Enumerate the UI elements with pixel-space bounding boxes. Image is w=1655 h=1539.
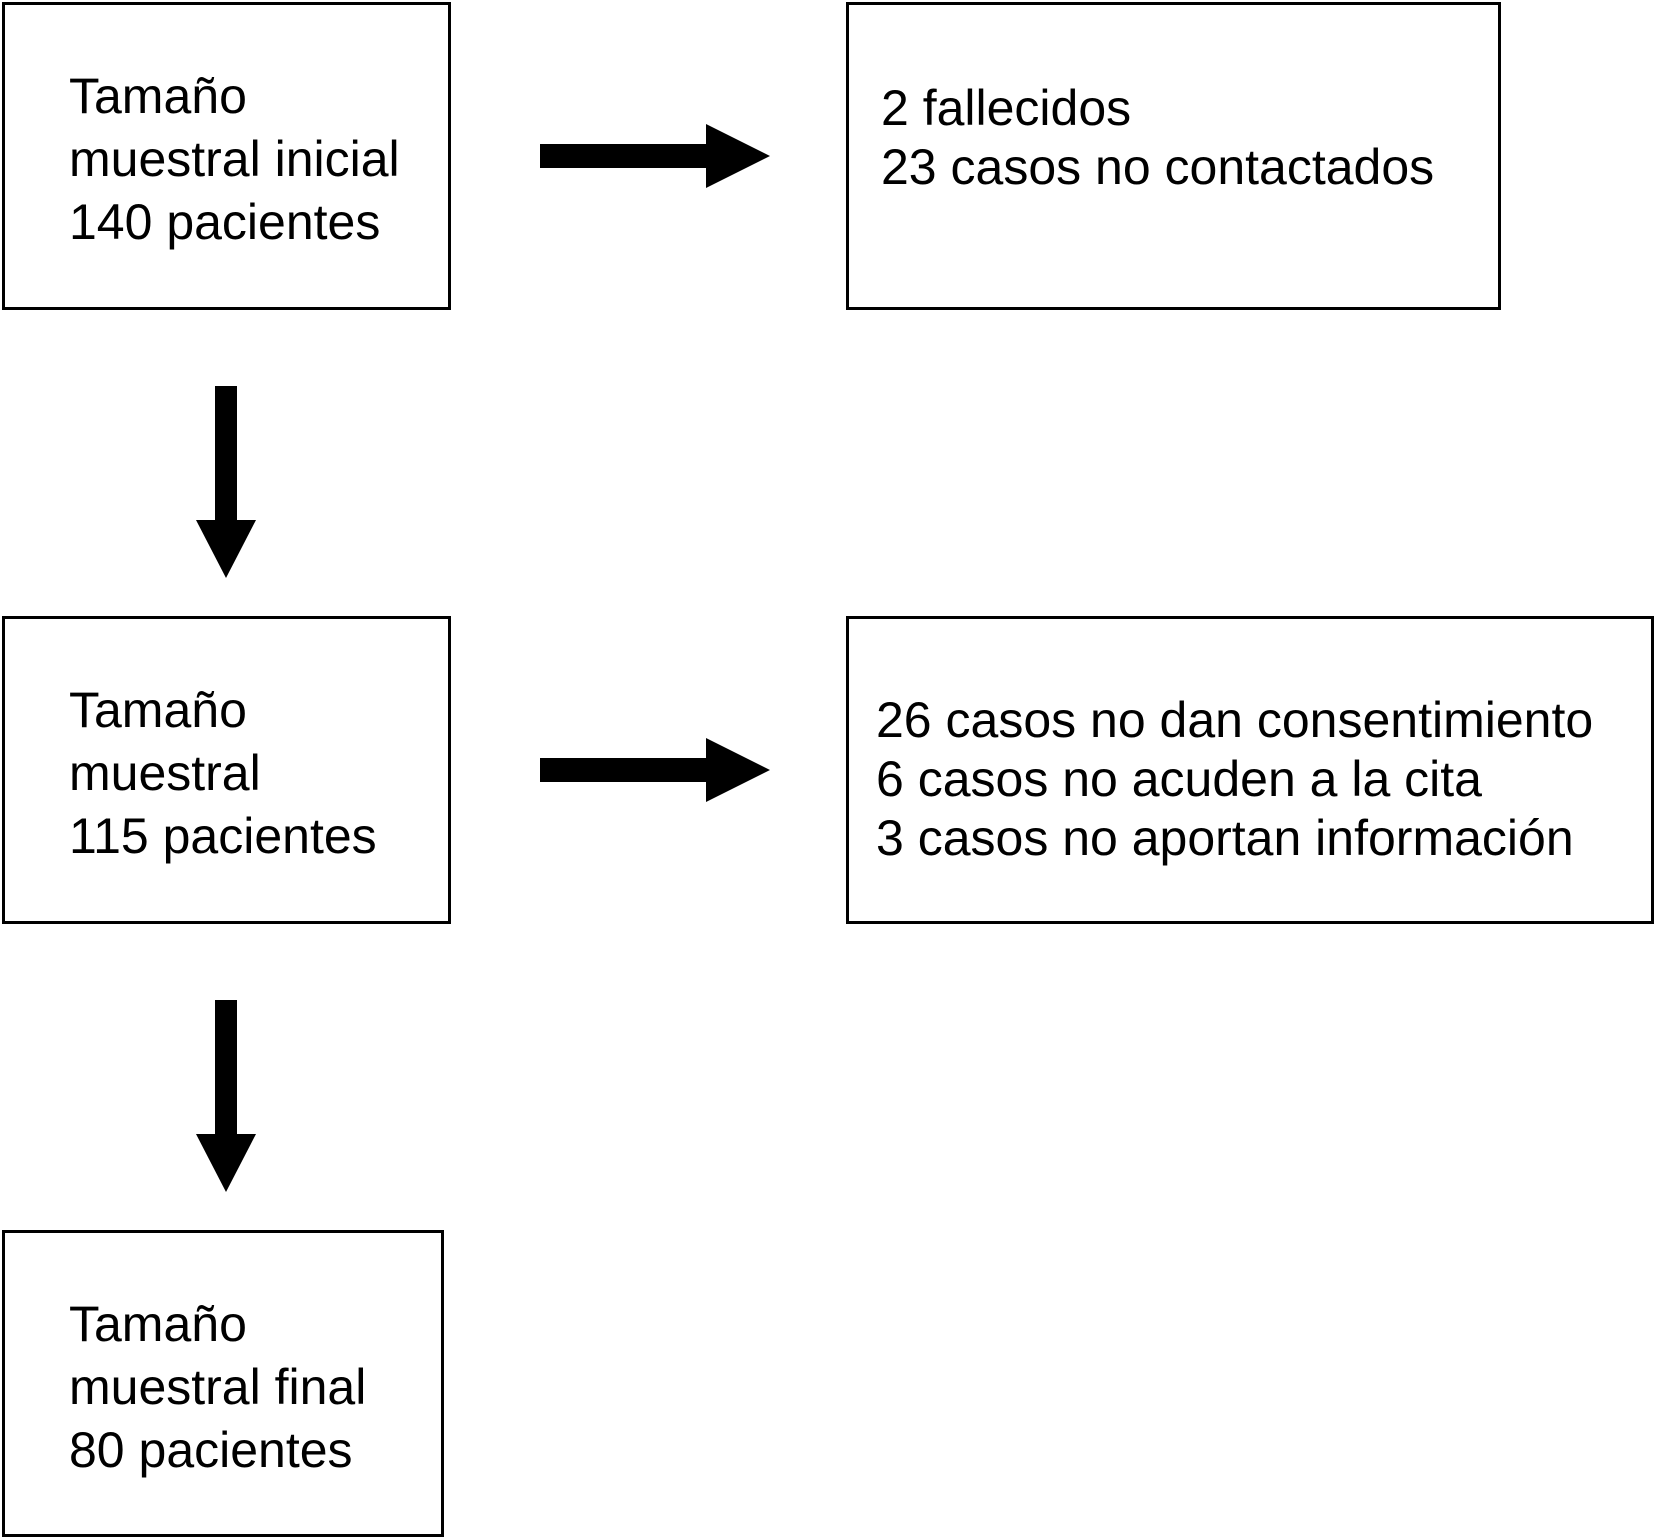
initial-sample-count: 140 pacientes: [69, 194, 381, 250]
initial-sample-box: Tamaño muestral inicial 140 pacientes: [2, 2, 451, 310]
middle-sample-box: Tamaño muestral 115 pacientes: [2, 616, 451, 924]
exclusion-2-text: 26 casos no dan consentimiento 6 casos n…: [876, 691, 1593, 868]
middle-sample-line: muestral: [69, 745, 261, 801]
final-sample-box: Tamaño muestral final 80 pacientes: [2, 1230, 444, 1537]
exclusion-box-2: 26 casos no dan consentimiento 6 casos n…: [846, 616, 1654, 924]
exclusion-1-text: 2 fallecidos 23 casos no contactados: [881, 79, 1434, 197]
arrow-right-initial-to-exclusion-1: [540, 124, 770, 188]
initial-sample-line: Tamaño: [69, 68, 247, 124]
middle-sample-text: Tamaño muestral 115 pacientes: [69, 679, 377, 868]
exclusion-1-line: 23 casos no contactados: [881, 139, 1435, 195]
exclusion-2-line: 3 casos no aportan información: [876, 810, 1574, 866]
middle-sample-line: Tamaño: [69, 682, 247, 738]
exclusion-box-1: 2 fallecidos 23 casos no contactados: [846, 2, 1501, 310]
exclusion-2-line: 6 casos no acuden a la cita: [876, 751, 1482, 807]
final-sample-count: 80 pacientes: [69, 1422, 353, 1478]
final-sample-text: Tamaño muestral final 80 pacientes: [69, 1293, 366, 1482]
initial-sample-text: Tamaño muestral inicial 140 pacientes: [69, 65, 400, 254]
arrow-down-initial-to-middle: [196, 386, 256, 578]
arrow-down-middle-to-final: [196, 1000, 256, 1192]
initial-sample-line: muestral inicial: [69, 131, 400, 187]
exclusion-1-line: 2 fallecidos: [881, 80, 1132, 136]
final-sample-line: Tamaño: [69, 1296, 247, 1352]
exclusion-2-line: 26 casos no dan consentimiento: [876, 692, 1594, 748]
arrow-right-middle-to-exclusion-2: [540, 738, 770, 802]
middle-sample-count: 115 pacientes: [69, 808, 377, 864]
final-sample-line: muestral final: [69, 1359, 367, 1415]
